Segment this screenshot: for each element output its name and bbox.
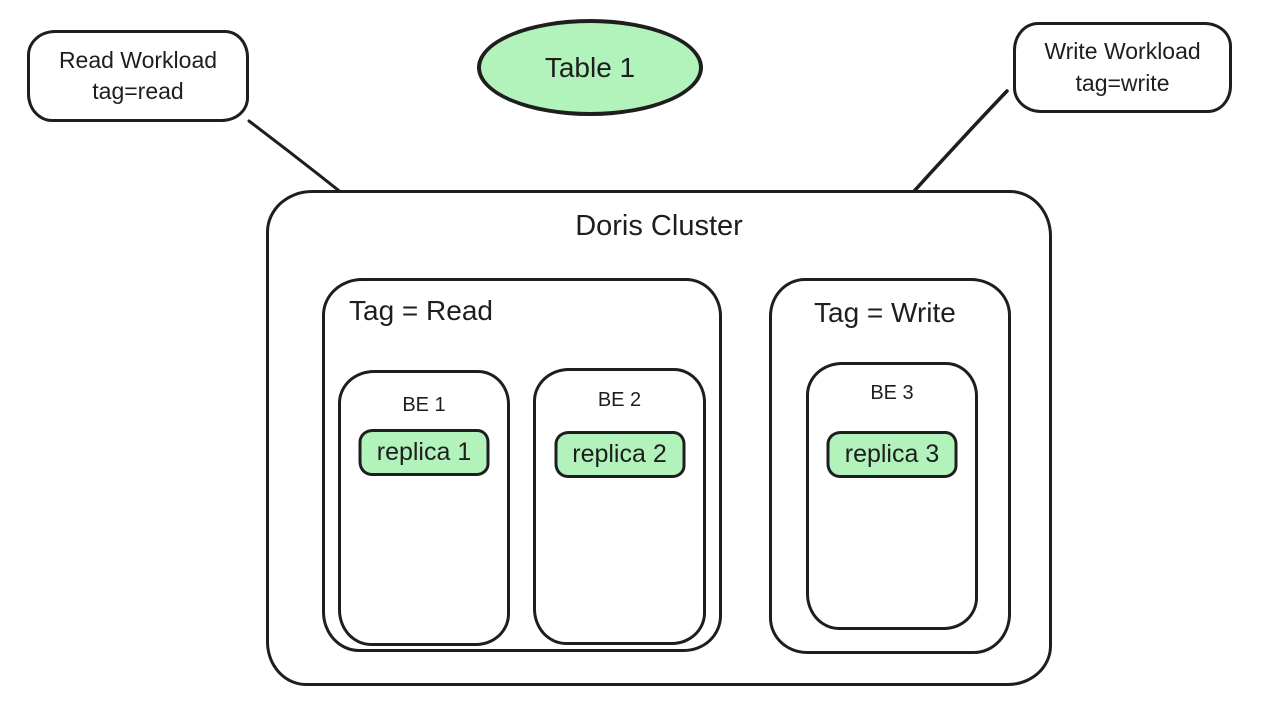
be1-node: BE 1 replica 1 — [338, 370, 510, 646]
replica2-pill: replica 2 — [554, 431, 685, 478]
be3-node: BE 3 replica 3 — [806, 362, 978, 630]
tag-write-label: Tag = Write — [814, 297, 956, 328]
write-workload-node: Write Workload tag=write — [1013, 22, 1232, 113]
read-workload-label: Read Workload — [58, 46, 218, 73]
doris-cluster-title: Doris Cluster — [575, 210, 743, 242]
replica3-label: replica 3 — [844, 440, 940, 468]
replica3-pill: replica 3 — [826, 431, 958, 478]
be3-label: BE 3 — [870, 382, 914, 404]
replica1-pill: replica 1 — [358, 429, 490, 476]
write-workload-tag: tag=write — [1075, 69, 1170, 96]
be2-label: BE 2 — [597, 389, 642, 411]
table1-label: Table 1 — [544, 51, 636, 83]
be2-node: BE 2 replica 2 — [533, 368, 706, 645]
be1-label: BE 1 — [402, 394, 446, 416]
tag-read-label: Tag = Read — [349, 295, 493, 326]
write-workload-label: Write Workload — [1044, 38, 1201, 65]
replica1-label: replica 1 — [376, 438, 472, 466]
table1-ellipse: Table 1 — [477, 19, 703, 116]
read-workload-tag: tag=read — [92, 78, 184, 104]
replica2-label: replica 2 — [572, 440, 667, 468]
read-workload-node: Read Workload tag=read — [27, 30, 249, 122]
